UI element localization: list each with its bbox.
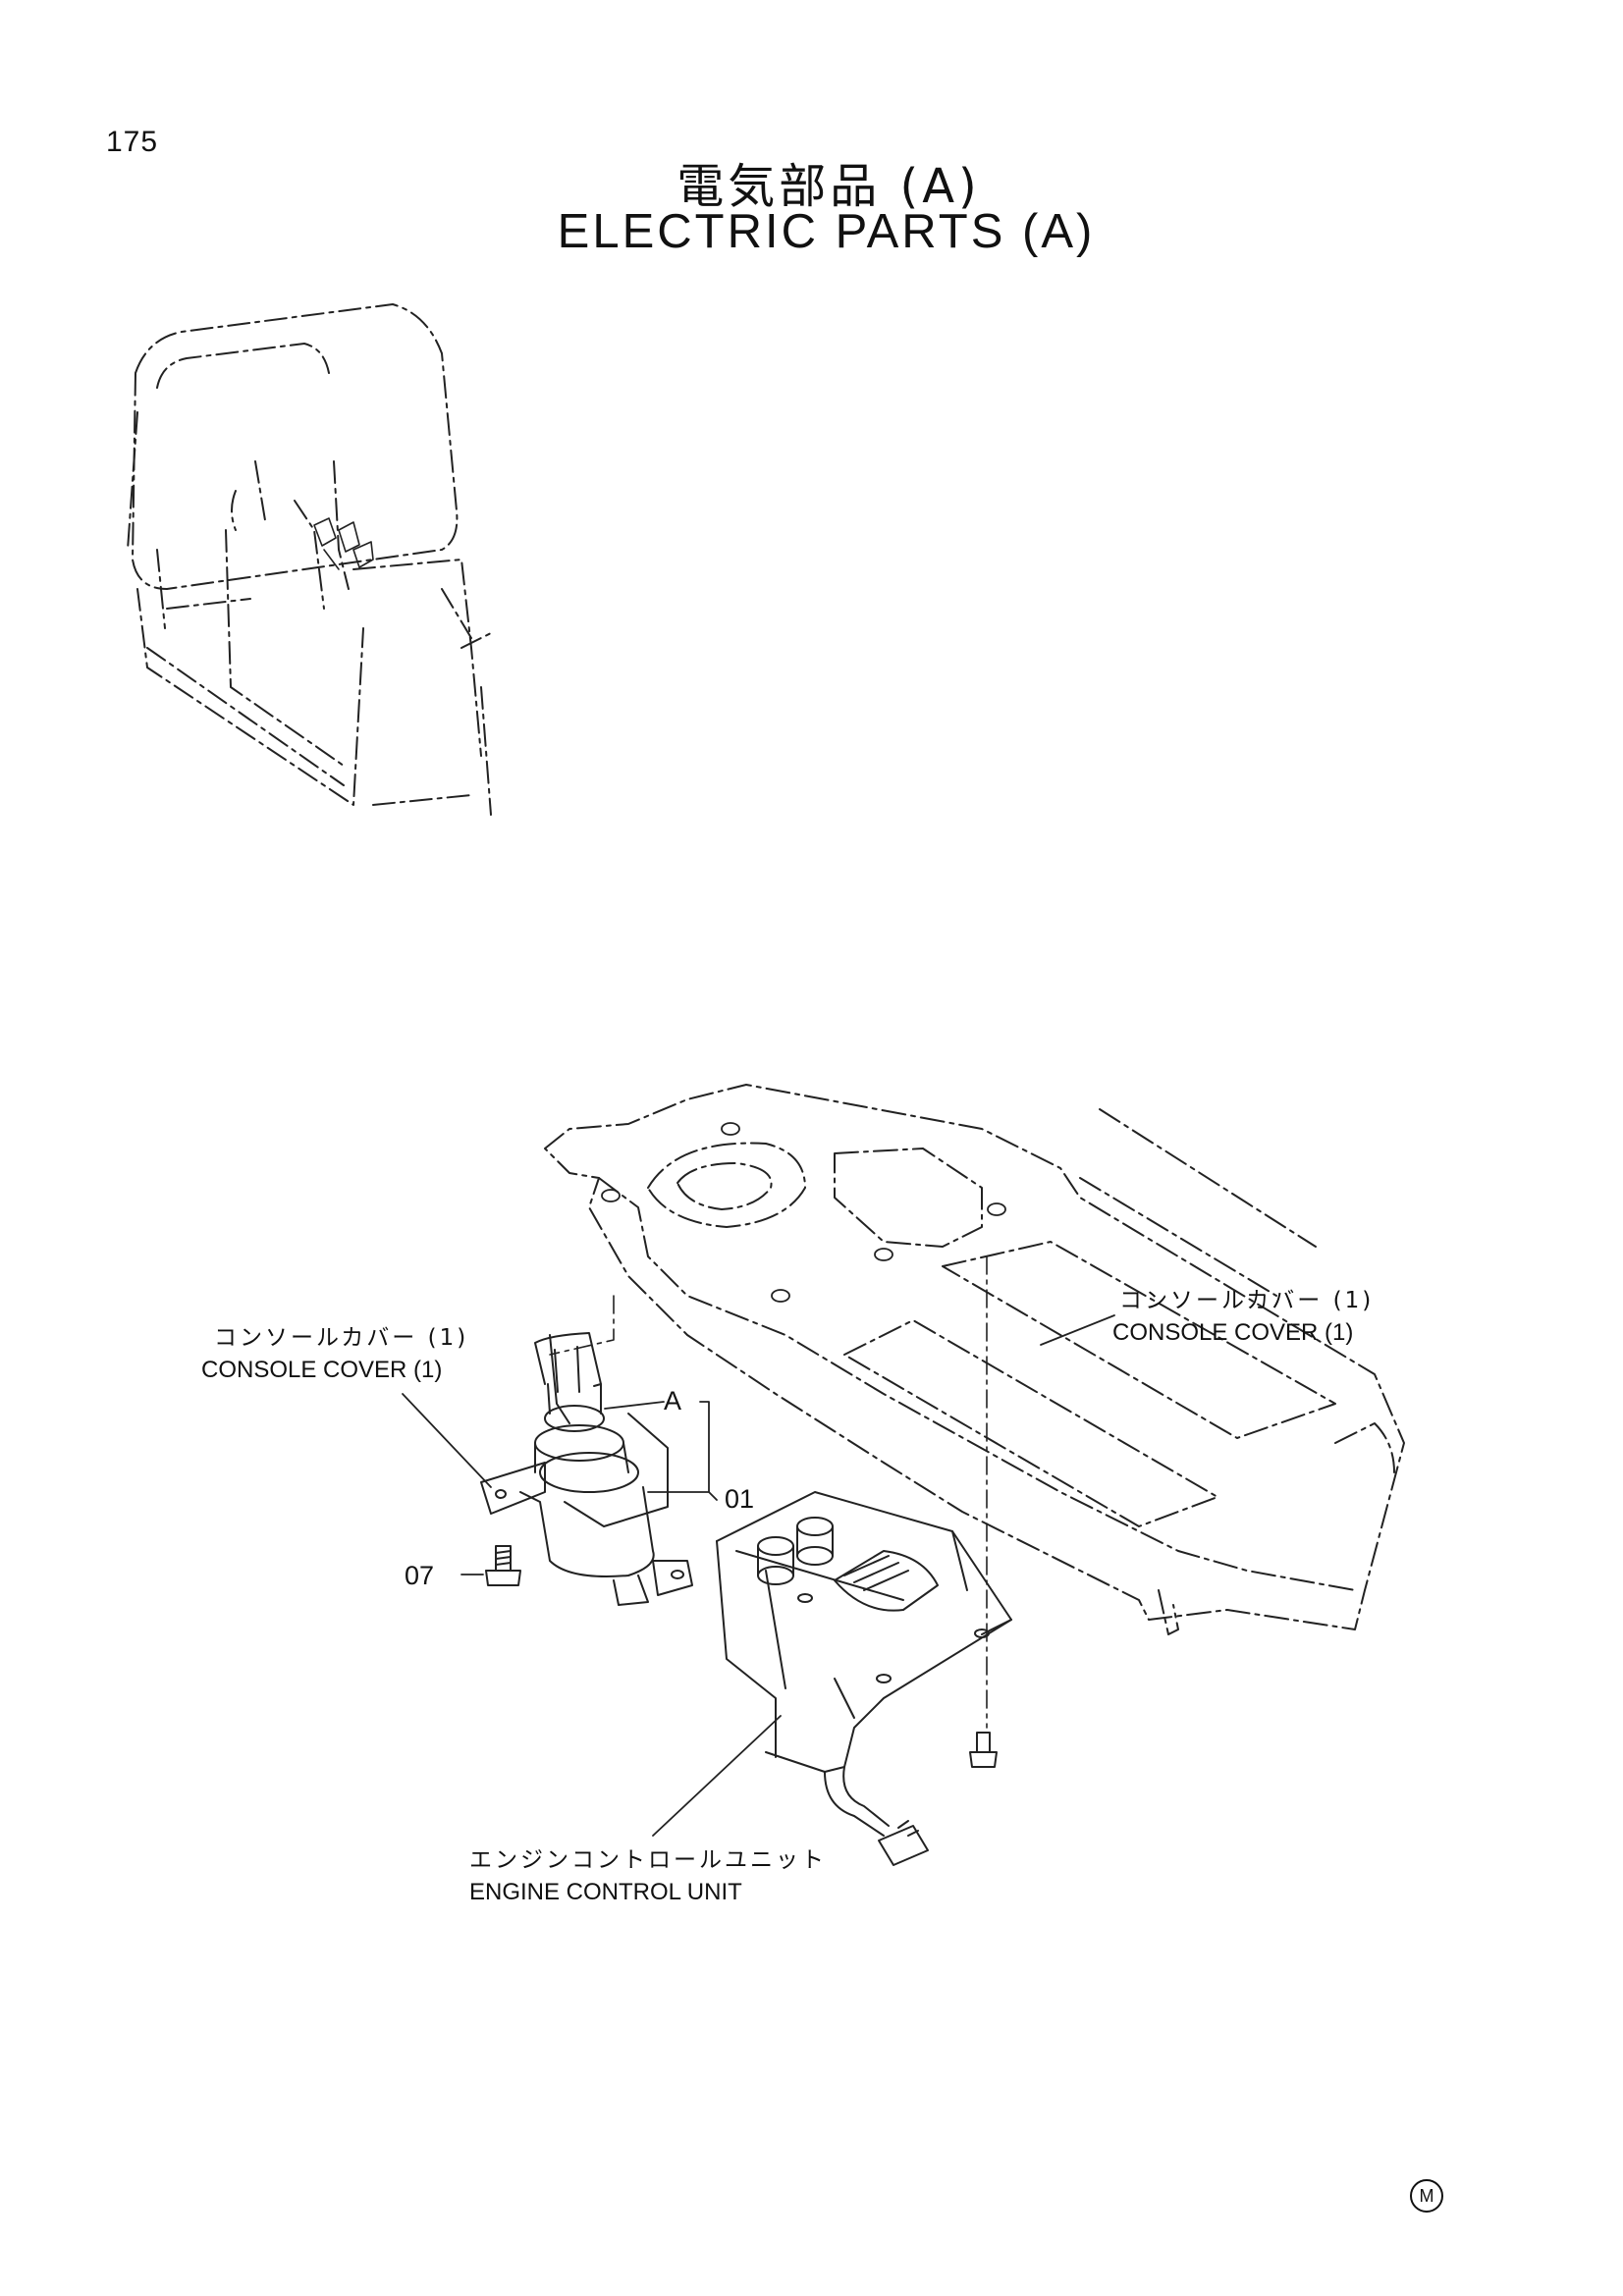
cab-console-detail (313, 517, 374, 570)
key-switch-drawing (480, 1332, 693, 1606)
circled-m-mark: M (1410, 2179, 1443, 2213)
engine-control-unit-label-jp: エンジンコントロールユニット (469, 1847, 827, 1873)
console-cover-holes (601, 1122, 1006, 1303)
title-english: ELECTRIC PARTS (A) (557, 205, 1096, 258)
callout-part-07: 07 (405, 1561, 435, 1590)
cab-locator-sketch (127, 303, 492, 816)
alignment-lines (549, 1255, 988, 1729)
callout-a: A (664, 1386, 682, 1415)
console-cover-right-label-jp: コンソールカバー (1) (1119, 1288, 1375, 1313)
console-cover-outline (544, 1084, 1405, 1635)
page-number: 175 (106, 126, 159, 158)
console-cover-left-label-en: CONSOLE COVER (1) (201, 1357, 443, 1383)
console-cover-right-label-en: CONSOLE COVER (1) (1112, 1319, 1354, 1346)
console-cover-left-label-jp: コンソールカバー (1) (214, 1325, 469, 1351)
engine-control-unit-label-en: ENGINE CONTROL UNIT (469, 1879, 742, 1905)
bolt-07-drawing (485, 1545, 521, 1586)
engine-control-unit-drawing (716, 1491, 1012, 1866)
title-japanese: 電気部品 (A) (676, 159, 981, 214)
callout-part-01: 01 (725, 1484, 755, 1514)
leader-lines (402, 1314, 1115, 1837)
bolt-right-drawing (969, 1732, 998, 1768)
